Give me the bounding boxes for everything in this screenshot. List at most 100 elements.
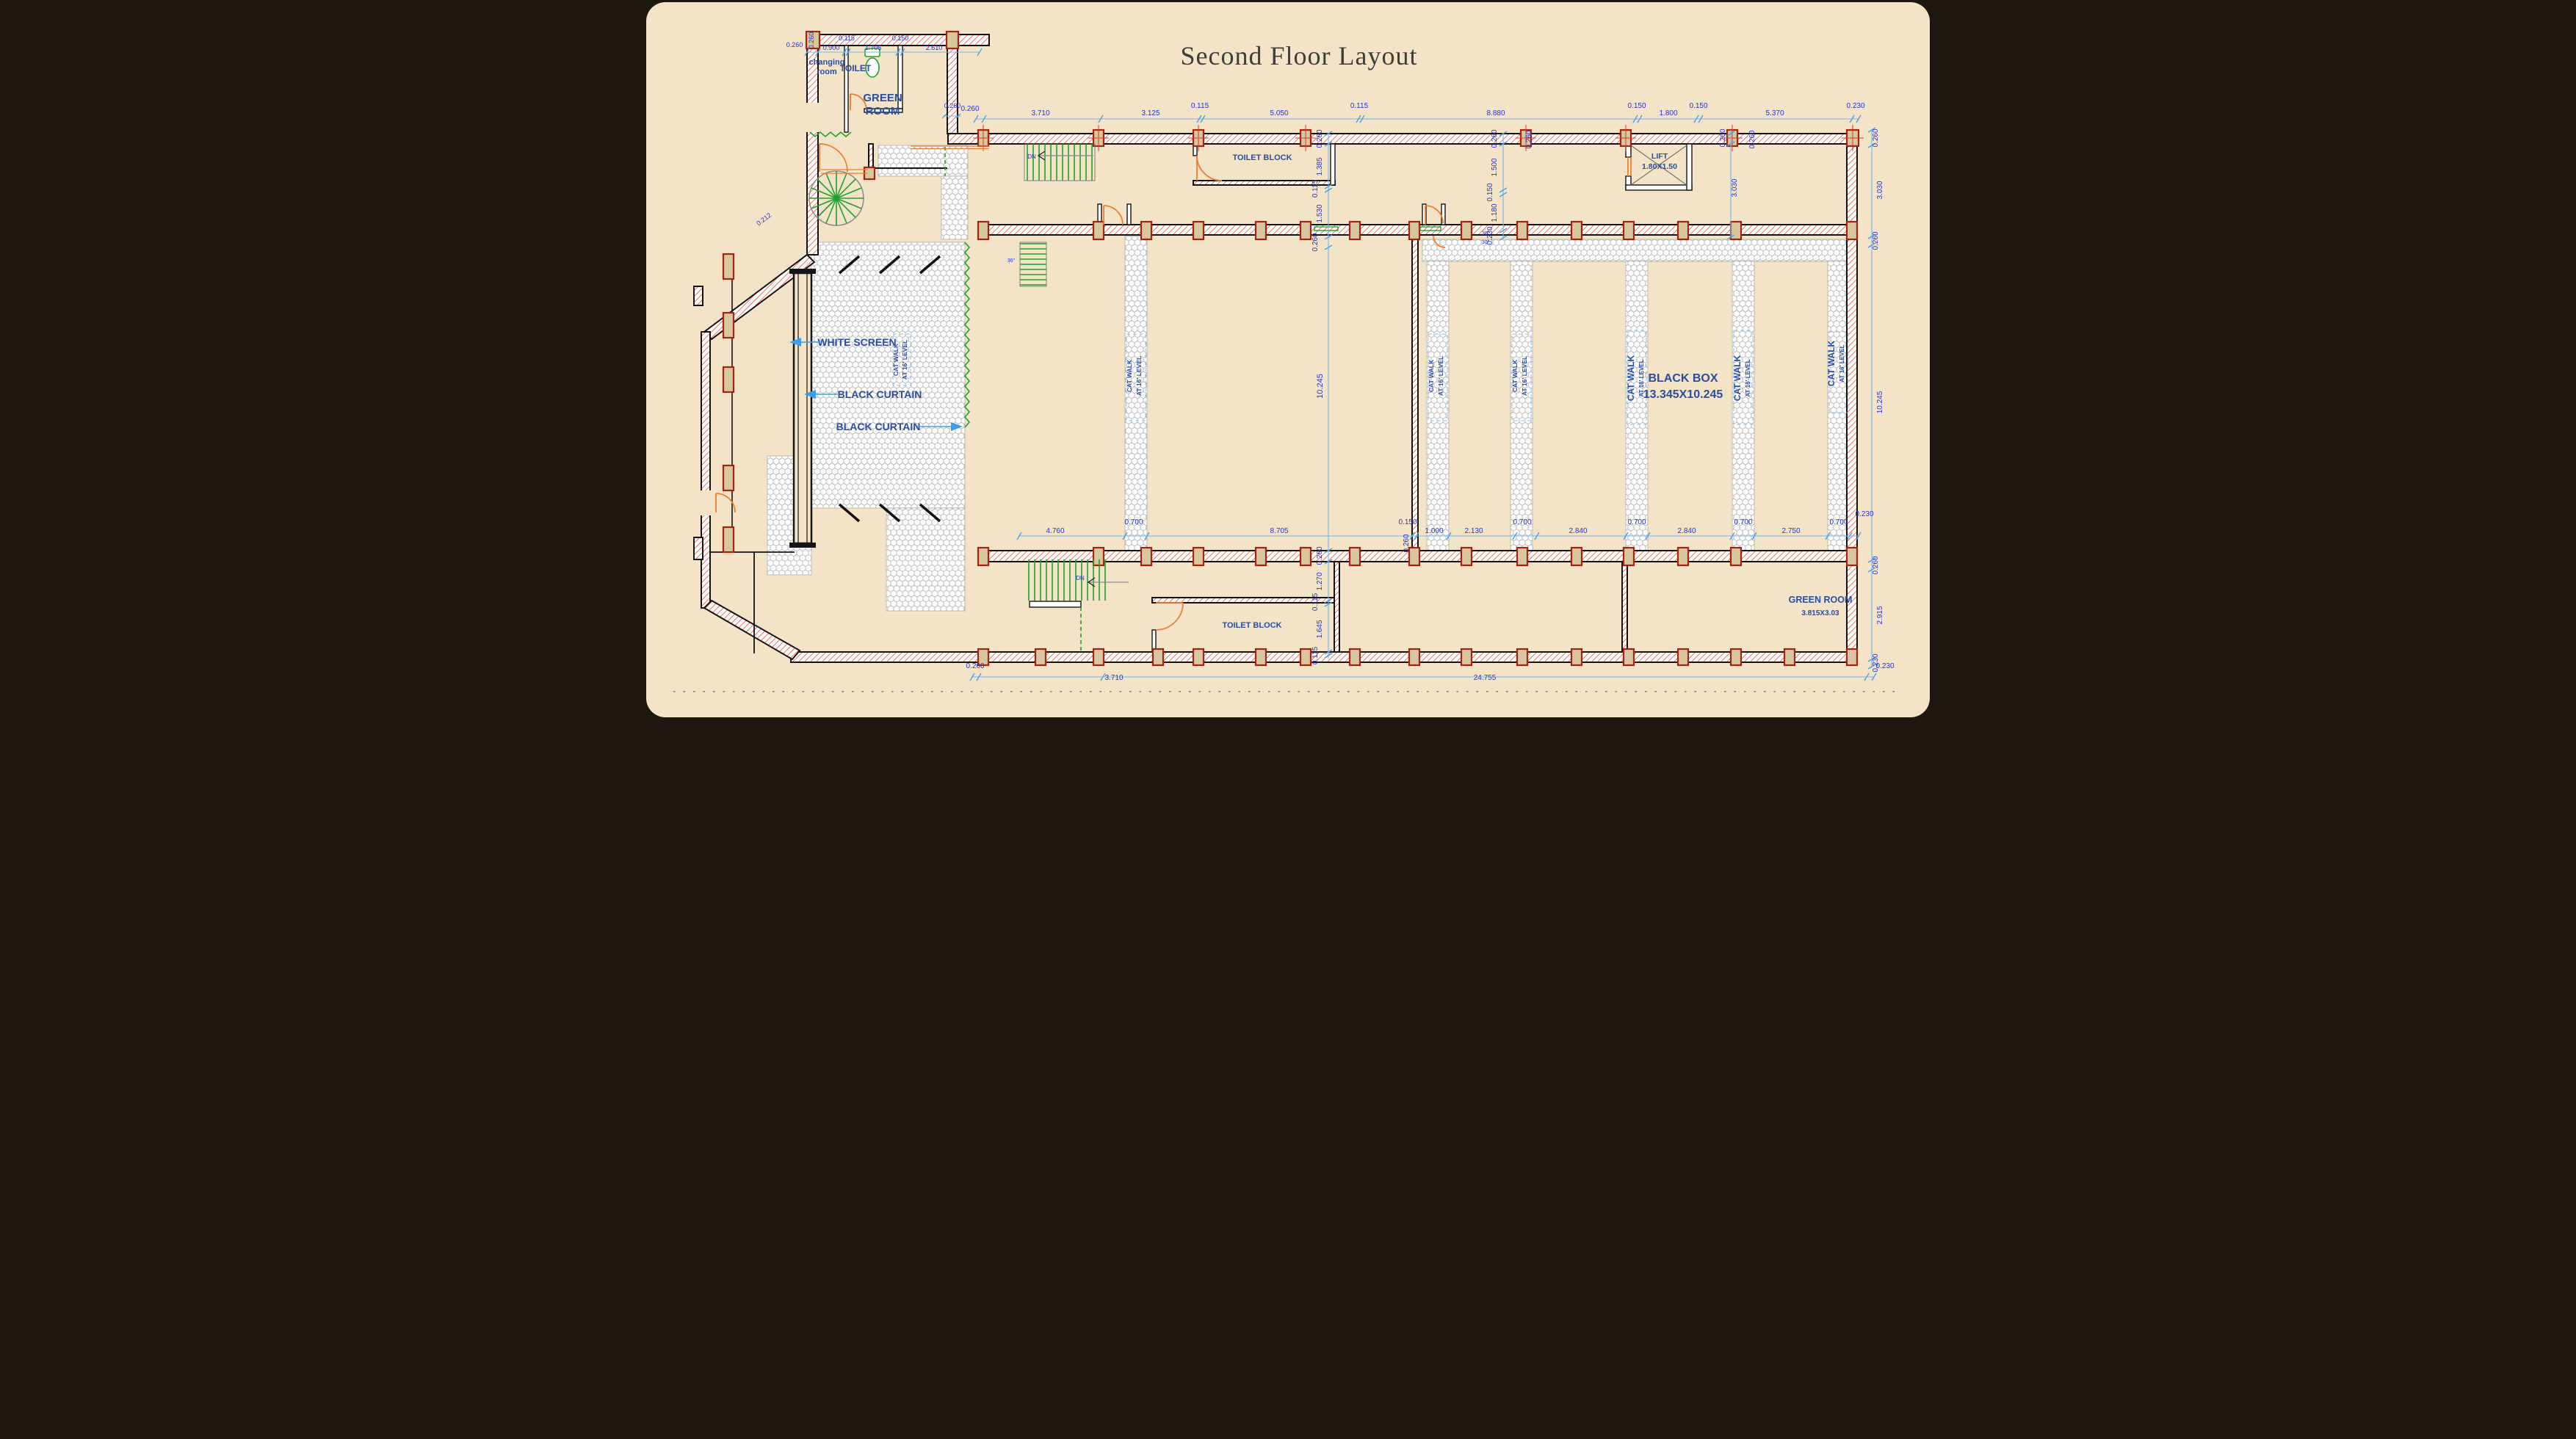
catwalk-label: AT 16' LEVEL (901, 340, 908, 380)
curtain-zigzag (963, 242, 971, 428)
dim-label: 2.610 (926, 44, 943, 51)
dim-label: 4.760 (1046, 527, 1064, 535)
dim-label: 0.700 (1829, 518, 1848, 526)
toilet-block-door (1196, 155, 1223, 181)
catwalk-label: CAT WALK (1626, 355, 1636, 401)
door-width-label: 30" (1482, 240, 1490, 245)
dim-label: 1.270 (1316, 572, 1324, 590)
catwalk-label: CAT WALK (1428, 359, 1435, 392)
dim-label: 5.370 (1765, 109, 1784, 117)
changing-room-label: room (817, 68, 837, 76)
dim-label: 0.700 (1734, 518, 1752, 526)
dim-label: 0.260 (1491, 129, 1499, 148)
hatched-floor-areas (767, 145, 1855, 612)
annex-right-wall (947, 45, 958, 134)
lift-shaft (1625, 143, 1693, 191)
dim-label: 1.530 (1316, 204, 1324, 222)
spiral-stair (808, 170, 864, 226)
stair-side (1020, 243, 1046, 286)
catwalk-label: AT 16' LEVEL (1839, 344, 1845, 382)
dim-label: 0.260 (966, 662, 984, 670)
stage-elements (809, 48, 971, 523)
catwalk-label: AT 16' LEVEL (1135, 356, 1143, 396)
stair-upper (1027, 144, 1093, 181)
dim-label: 0.260 (1316, 546, 1324, 565)
dim-label: 0.260 (1311, 233, 1320, 251)
bottom-wall (790, 651, 1858, 663)
annex-door (819, 143, 848, 173)
dim-label: 2.130 (1464, 527, 1483, 535)
dim-label: 1.000 (1425, 527, 1443, 535)
screen-wall (789, 269, 816, 548)
dim-label: 0.260 (1719, 128, 1727, 147)
lift-label: LIFT (1651, 152, 1668, 161)
toilet-label: TOILET (840, 63, 872, 73)
right-wall (1846, 143, 1858, 653)
dim-label: 0.260 (944, 102, 961, 109)
dim-label: 2.840 (1677, 527, 1696, 535)
white-screen-label: WHITE SCREEN (817, 336, 896, 348)
dim-label: 0.230 (1486, 226, 1494, 244)
dim-label: 0.115 (839, 35, 855, 42)
lower-toilet-door (1155, 602, 1184, 631)
catwalk-labels: CAT WALK AT 16' LEVEL CAT WALK AT 16' LE… (892, 340, 1845, 401)
dim-label: 0.150 (1486, 183, 1494, 201)
dim-label: 24.755 (1474, 674, 1497, 682)
dim-label: 0.260 (786, 41, 803, 48)
dim-label: 0.260 (1403, 534, 1411, 552)
dim-label: 0.115 (1191, 102, 1209, 110)
dim-label: 10.245 (1316, 374, 1325, 399)
dim-label: 1.180 (1491, 203, 1499, 222)
black-curtain-label: BLACK CURTAIN (838, 388, 922, 400)
door-width-label: 30" (1482, 231, 1490, 236)
toilet-fixture (864, 48, 880, 78)
dim-label: 0.260 (1872, 128, 1880, 147)
dim-label: 0.260 (960, 105, 979, 113)
dim-label: 1.800 (1659, 109, 1677, 117)
dim-label: 0.115 (1311, 646, 1320, 664)
dim-label: 0.115 (1311, 592, 1320, 611)
dim-label: 0.260 (1748, 130, 1756, 148)
dim-label: 0.230 (1872, 653, 1880, 672)
black-box-label: BLACK BOX (1648, 372, 1718, 385)
dn-label: DN (1076, 575, 1085, 581)
vestibule-door (1425, 205, 1444, 225)
green-room-wall (1621, 561, 1628, 653)
dim-label: 0.700 (1627, 518, 1646, 526)
columns (722, 30, 1864, 667)
dim-label: 0.260 (1525, 130, 1533, 148)
dim-label: 0.230 (1875, 662, 1894, 670)
dim-label: 0.260 (1316, 129, 1324, 148)
dim-label: 0.260 (1872, 231, 1880, 250)
floor-plan: Second Floor Layout (646, 2, 1930, 717)
catwalk-strip (1426, 261, 1450, 551)
dim-label: 0.700 (1513, 518, 1531, 526)
stage-door (1433, 235, 1446, 248)
catwalk-label: AT 16' LEVEL (1521, 356, 1528, 396)
dim-label: 3.030 (1731, 178, 1739, 197)
angled-wall-bottom (703, 599, 801, 661)
dimension-lines (804, 48, 1877, 681)
dim-label: 3.030 (1876, 181, 1884, 199)
vestibule-door (1103, 205, 1124, 225)
catwalk-label: AT 16' LEVEL (1745, 359, 1751, 396)
catwalk-label: CAT WALK (1826, 340, 1837, 386)
black-curtain-label: BLACK CURTAIN (836, 421, 921, 432)
toilet-door (850, 93, 867, 111)
catwalk-label: CAT WALK (1511, 359, 1519, 392)
green-room-lower-size: 3.815X3.03 (1801, 609, 1839, 617)
dim-label: 0.115 (1350, 102, 1369, 110)
dim-label: 5.050 (1270, 109, 1288, 117)
dim-label: 0.150 (1627, 102, 1646, 110)
dim-label: 0.150 (1398, 518, 1417, 526)
catwalk-label: CAT WALK (1126, 359, 1133, 392)
black-box-label: 13.345X10.245 (1643, 388, 1723, 401)
catwalk-label: AT 16' LEVEL (1638, 359, 1645, 396)
dim-label: 0.700 (1124, 518, 1143, 526)
wing-door (715, 493, 736, 513)
crossover-catwalk (1422, 239, 1855, 262)
dim-label: 3.710 (1104, 674, 1123, 682)
hall-divider-wall (1411, 234, 1419, 551)
room-labels: GREEN ROOM changing room TOILET TOILET B… (789, 58, 1852, 630)
catwalk-strip (1124, 236, 1148, 551)
